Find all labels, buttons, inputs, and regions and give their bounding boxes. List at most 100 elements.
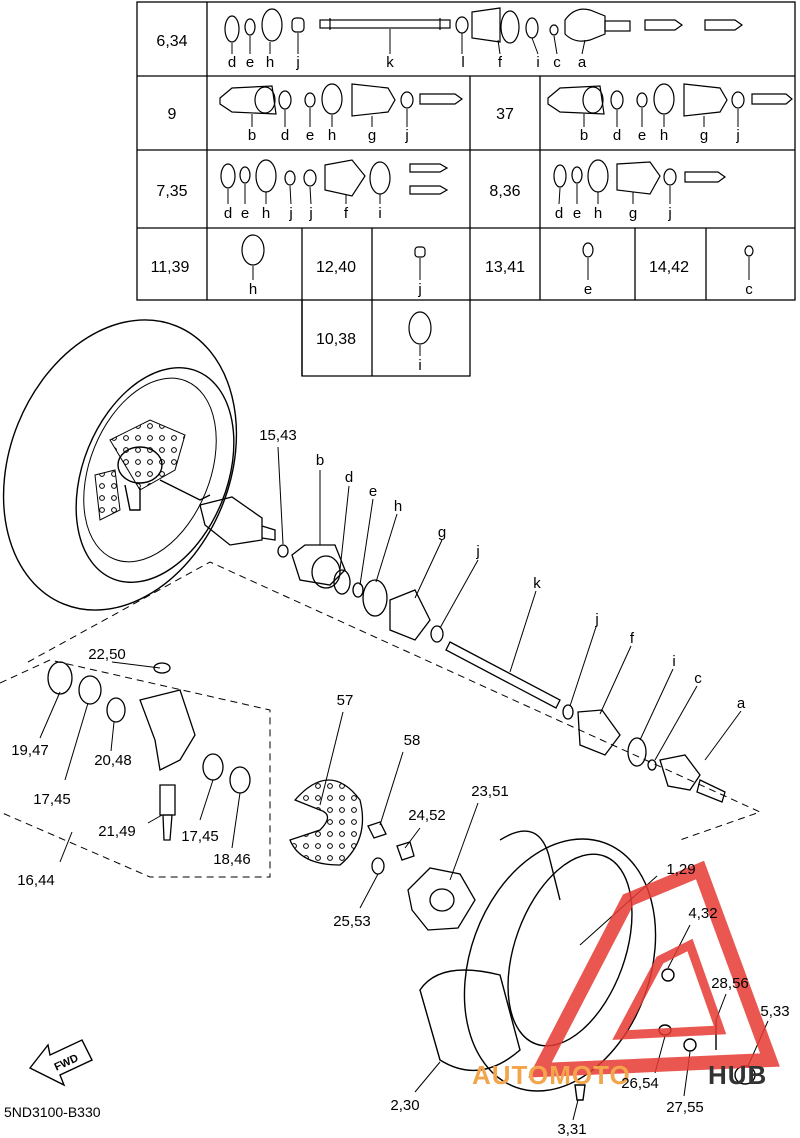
callout-24-52: 24,52 (408, 807, 446, 824)
r1-letter-7: i (536, 54, 539, 71)
callout-labels: 15,43 b d e h g j k j f i c a 22,50 19,4… (11, 427, 789, 1138)
watermark-text-part2: HUB (708, 1060, 767, 1090)
diagram-code: 5ND3100-B330 (4, 1104, 101, 1120)
callout-1-29: 1,29 (666, 861, 695, 878)
row4-d-number: 14,42 (649, 259, 689, 276)
r3r-letter-1: e (573, 205, 581, 222)
r3l-letter-4: j (308, 205, 312, 222)
wheel-hub (367, 821, 476, 931)
kit-table (136, 1, 796, 377)
callout-f: f (630, 630, 635, 647)
callout-c: c (694, 670, 702, 687)
r2r-letter-5: j (735, 127, 739, 144)
r2l-letter-5: j (404, 127, 408, 144)
r2l-letter-3: h (328, 127, 336, 144)
callout-57: 57 (337, 692, 354, 709)
wheel-rim (419, 830, 756, 1101)
row1-letters: d e h j k l f i c a (228, 29, 587, 71)
row2-letters: b d e h g j b d e h g j (248, 108, 740, 144)
callout-20-48: 20,48 (94, 752, 132, 769)
callout-19-47: 19,47 (11, 742, 49, 759)
r2l-letter-1: d (281, 127, 289, 144)
callout-2-30: 2,30 (390, 1097, 419, 1114)
row2-right-number: 37 (496, 106, 514, 123)
r1-letter-3: j (295, 54, 299, 71)
r1-letter-9: a (578, 54, 587, 71)
callout-15-43: 15,43 (259, 427, 297, 444)
r1-letter-4: k (386, 54, 394, 71)
callout-22-50: 22,50 (88, 646, 126, 663)
callout-i: i (672, 653, 675, 670)
r3l-letter-1: e (241, 205, 249, 222)
callout-h: h (394, 498, 402, 515)
callout-5-33: 5,33 (760, 1003, 789, 1020)
r2r-letter-1: d (613, 127, 621, 144)
row5-number: 10,38 (316, 331, 356, 348)
r2l-letter-4: g (368, 127, 376, 144)
r1-letter-8: c (553, 54, 561, 71)
callout-d: d (345, 469, 353, 486)
r3r-letter-2: h (594, 205, 602, 222)
front-tire-assembly (2, 319, 238, 611)
callout-21-49: 21,49 (98, 823, 136, 840)
callout-18-46: 18,46 (213, 851, 251, 868)
row2-parts (219, 83, 793, 117)
callout-b: b (316, 452, 324, 469)
r2r-letter-2: e (638, 127, 646, 144)
r1-letter-5: l (461, 54, 464, 71)
r3l-letter-2: h (262, 205, 270, 222)
callout-a: a (737, 695, 746, 712)
r3r-letter-4: j (667, 205, 671, 222)
knuckle-assembly (47, 661, 251, 841)
r1-letter-0: d (228, 54, 236, 71)
callout-17-45-a: 17,45 (33, 791, 71, 808)
r4-letter-a: h (249, 281, 257, 298)
r2l-letter-2: e (306, 127, 314, 144)
row4-a-number: 11,39 (151, 259, 190, 276)
drive-shaft-exploded (199, 496, 726, 803)
watermark-text-part1: AUTOMOTO (472, 1060, 631, 1090)
callout-4-32: 4,32 (688, 905, 717, 922)
row3-left-number: 7,35 (156, 183, 187, 200)
r3l-letter-6: i (378, 205, 381, 222)
row3-parts (220, 159, 727, 197)
callout-25-53: 25,53 (333, 913, 371, 930)
callout-k: k (533, 575, 541, 592)
callout-27-55: 27,55 (666, 1099, 704, 1116)
r3l-letter-3: j (288, 205, 292, 222)
callout-28-56: 28,56 (711, 975, 749, 992)
kit-table-numbers: 6,34 9 37 7,35 8,36 11,39 12,40 13,41 14… (151, 33, 690, 348)
r4-letter-d: c (745, 281, 753, 298)
row1-parts (224, 7, 744, 44)
row3-right-number: 8,36 (489, 183, 520, 200)
r3r-letter-0: d (555, 205, 563, 222)
r1-letter-1: e (246, 54, 254, 71)
row4-letters: h j e c i (249, 281, 753, 374)
row1-number: 6,34 (156, 33, 187, 50)
callout-3-31: 3,31 (557, 1121, 586, 1138)
row2-left-number: 9 (168, 106, 177, 123)
brake-disc (289, 779, 364, 866)
r4-letter-c: e (584, 281, 592, 298)
r2r-letter-3: h (660, 127, 668, 144)
r5-letter: i (418, 357, 421, 374)
callout-23-51: 23,51 (471, 783, 509, 800)
r1-letter-6: f (498, 54, 503, 71)
r3r-letter-3: g (629, 205, 637, 222)
r2r-letter-0: b (580, 127, 588, 144)
r2r-letter-4: g (700, 127, 708, 144)
callout-26-54: 26,54 (621, 1075, 659, 1092)
row4-parts (241, 234, 754, 356)
watermark-logo: AUTOMOTO HUB (472, 860, 780, 1090)
r3l-letter-0: d (224, 205, 232, 222)
r2l-letter-0: b (248, 127, 256, 144)
row4-b-number: 12,40 (316, 259, 356, 276)
r4-letter-b: j (417, 281, 421, 298)
callout-58: 58 (404, 732, 421, 749)
row4-c-number: 13,41 (485, 259, 525, 276)
callout-j-1: j (475, 543, 479, 560)
r1-letter-2: h (266, 54, 274, 71)
callout-e: e (369, 483, 377, 500)
